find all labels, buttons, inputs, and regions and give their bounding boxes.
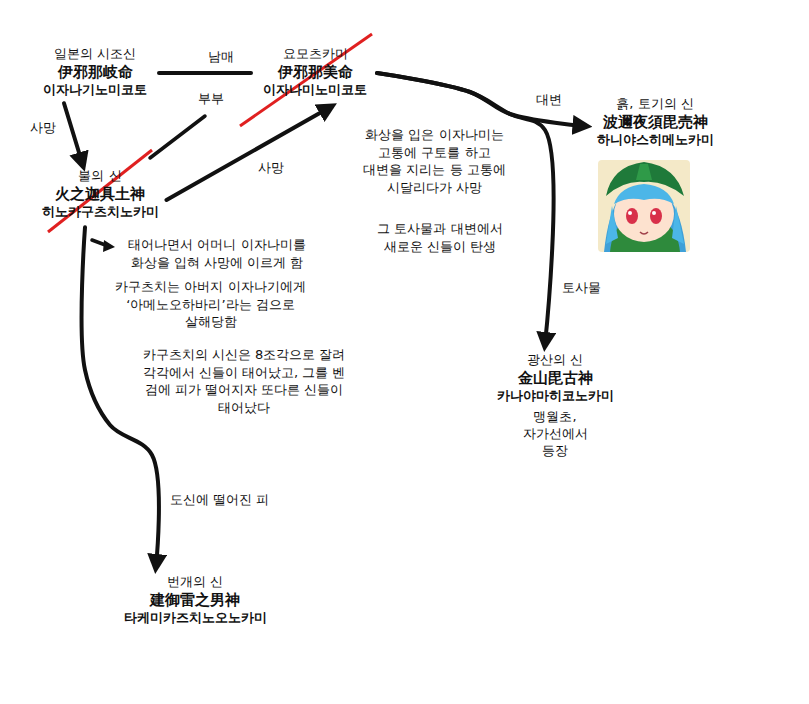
relation-label: 부부	[198, 90, 224, 108]
connector-arrow	[64, 103, 83, 164]
story-note: 카구츠치의 시신은 8조각으로 잘려 각각에서 신들이 태어났고, 그를 벤 검…	[138, 346, 350, 416]
story-note: 화상을 입은 이자나미는 고통에 구토를 하고 대변을 지리는 등 고통에 시달…	[362, 126, 507, 196]
edge-label: 사망	[28, 120, 58, 137]
god-epithet: 일본의 시조신	[39, 46, 151, 63]
god-epithet: 흙, 토기의 신	[593, 96, 718, 113]
god-reading: 하니야스히메노카미	[593, 132, 718, 149]
story-note: 그 토사물과 대변에서 새로운 신들이 탄생	[370, 220, 510, 255]
ancestor-god: 일본의 시조신伊邪那岐命이자나기노미코토	[39, 46, 151, 99]
edge-label: 사망	[256, 160, 286, 177]
god-reading: 히노카구츠치노카미	[38, 204, 163, 221]
god-kanji-name: 建御雷之男神	[120, 591, 271, 611]
mine-god: 광산의 신金山毘古神카나야마히코노카미맹월초, 자가선에서 등장	[493, 352, 618, 460]
character-portrait	[598, 160, 690, 252]
edge-label: 토사물	[560, 280, 603, 297]
god-reading: 이자나기노미코토	[39, 82, 151, 99]
god-kanji-name: 伊邪那美命	[259, 63, 371, 83]
god-epithet: 번개의 신	[120, 574, 271, 591]
story-note: 카구츠치는 아버지 이자나기에게 ‘아메노오하바리’라는 검으로 살해당함	[108, 278, 313, 331]
couple-line	[150, 116, 205, 158]
pointer-arrow	[103, 240, 115, 252]
edge-label: 대변	[534, 92, 564, 109]
god-reading: 타케미카즈치노오노카미	[120, 610, 271, 627]
god-epithet: 요모츠카미	[259, 46, 371, 63]
god-kanji-name: 金山毘古神	[493, 369, 618, 389]
edge-label: 도신에 떨어진 피	[168, 492, 271, 509]
fire-god: 불의 신火之迦具土神히노카구츠치노카미	[38, 168, 163, 221]
connector-arrow	[167, 107, 331, 200]
connector-arrow	[377, 73, 585, 126]
god-kanji-name: 波邇夜須毘売神	[593, 113, 718, 133]
underworld-god: 요모츠카미伊邪那美命이자나미노미코토	[259, 46, 371, 99]
edge-label: 남매	[206, 49, 236, 66]
connector-arrow	[377, 73, 554, 344]
thunder-god: 번개의 신建御雷之男神타케미카즈치노오노카미	[120, 574, 271, 627]
god-reading: 카나야마히코노카미	[493, 388, 618, 405]
story-note: 태어나면서 어머니 이자나미를 화상을 입혀 사망에 이르게 함	[112, 236, 322, 271]
god-epithet: 광산의 신	[493, 352, 618, 369]
god-kanji-name: 火之迦具土神	[38, 185, 163, 205]
god-reading: 이자나미노미코토	[259, 82, 371, 99]
earth-god: 흙, 토기의 신波邇夜須毘売神하니야스히메노카미	[593, 96, 718, 149]
connector-arrow	[159, 71, 251, 75]
appearance-note: 맹월초, 자가선에서 등장	[516, 409, 594, 460]
god-kanji-name: 伊邪那岐命	[39, 63, 151, 83]
strike-line	[240, 34, 372, 126]
god-epithet: 불의 신	[38, 168, 163, 185]
